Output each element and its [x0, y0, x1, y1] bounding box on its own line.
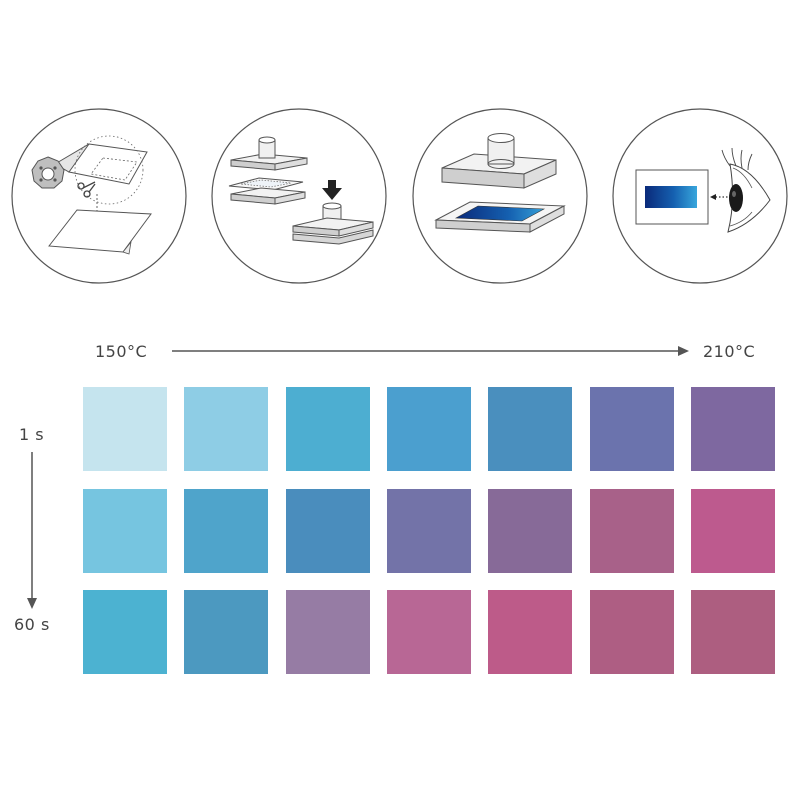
temperature-start-label: 150°C: [95, 342, 148, 361]
color-swatch: [286, 489, 370, 573]
color-swatch: [691, 387, 775, 471]
color-swatch: [83, 590, 167, 674]
visual-inspection-icon: [612, 108, 788, 284]
color-swatch: [387, 489, 471, 573]
color-swatch: [387, 590, 471, 674]
color-swatch: [83, 489, 167, 573]
color-swatch: [691, 489, 775, 573]
color-swatch: [488, 590, 572, 674]
color-swatch: [184, 387, 268, 471]
color-swatch: [590, 489, 674, 573]
press-stacking-icon: [211, 108, 387, 284]
color-swatch: [286, 387, 370, 471]
color-swatch: [387, 387, 471, 471]
step-3-circle: [412, 108, 588, 284]
color-swatch: [184, 590, 268, 674]
color-swatch: [488, 387, 572, 471]
step-4-circle: [612, 108, 788, 284]
color-swatch: [590, 387, 674, 471]
color-swatch: [286, 590, 370, 674]
temperature-end-label: 210°C: [703, 342, 756, 361]
heat-press-icon: [412, 108, 588, 284]
step-2-circle: [211, 108, 387, 284]
color-swatch: [184, 489, 268, 573]
color-swatch: [590, 590, 674, 674]
time-end-label: 60 s: [14, 615, 50, 634]
film-roll-cutting-icon: [11, 108, 187, 284]
color-swatch: [488, 489, 572, 573]
color-swatch: [691, 590, 775, 674]
time-start-label: 1 s: [19, 425, 45, 444]
color-swatch: [83, 387, 167, 471]
step-1-circle: [11, 108, 187, 284]
